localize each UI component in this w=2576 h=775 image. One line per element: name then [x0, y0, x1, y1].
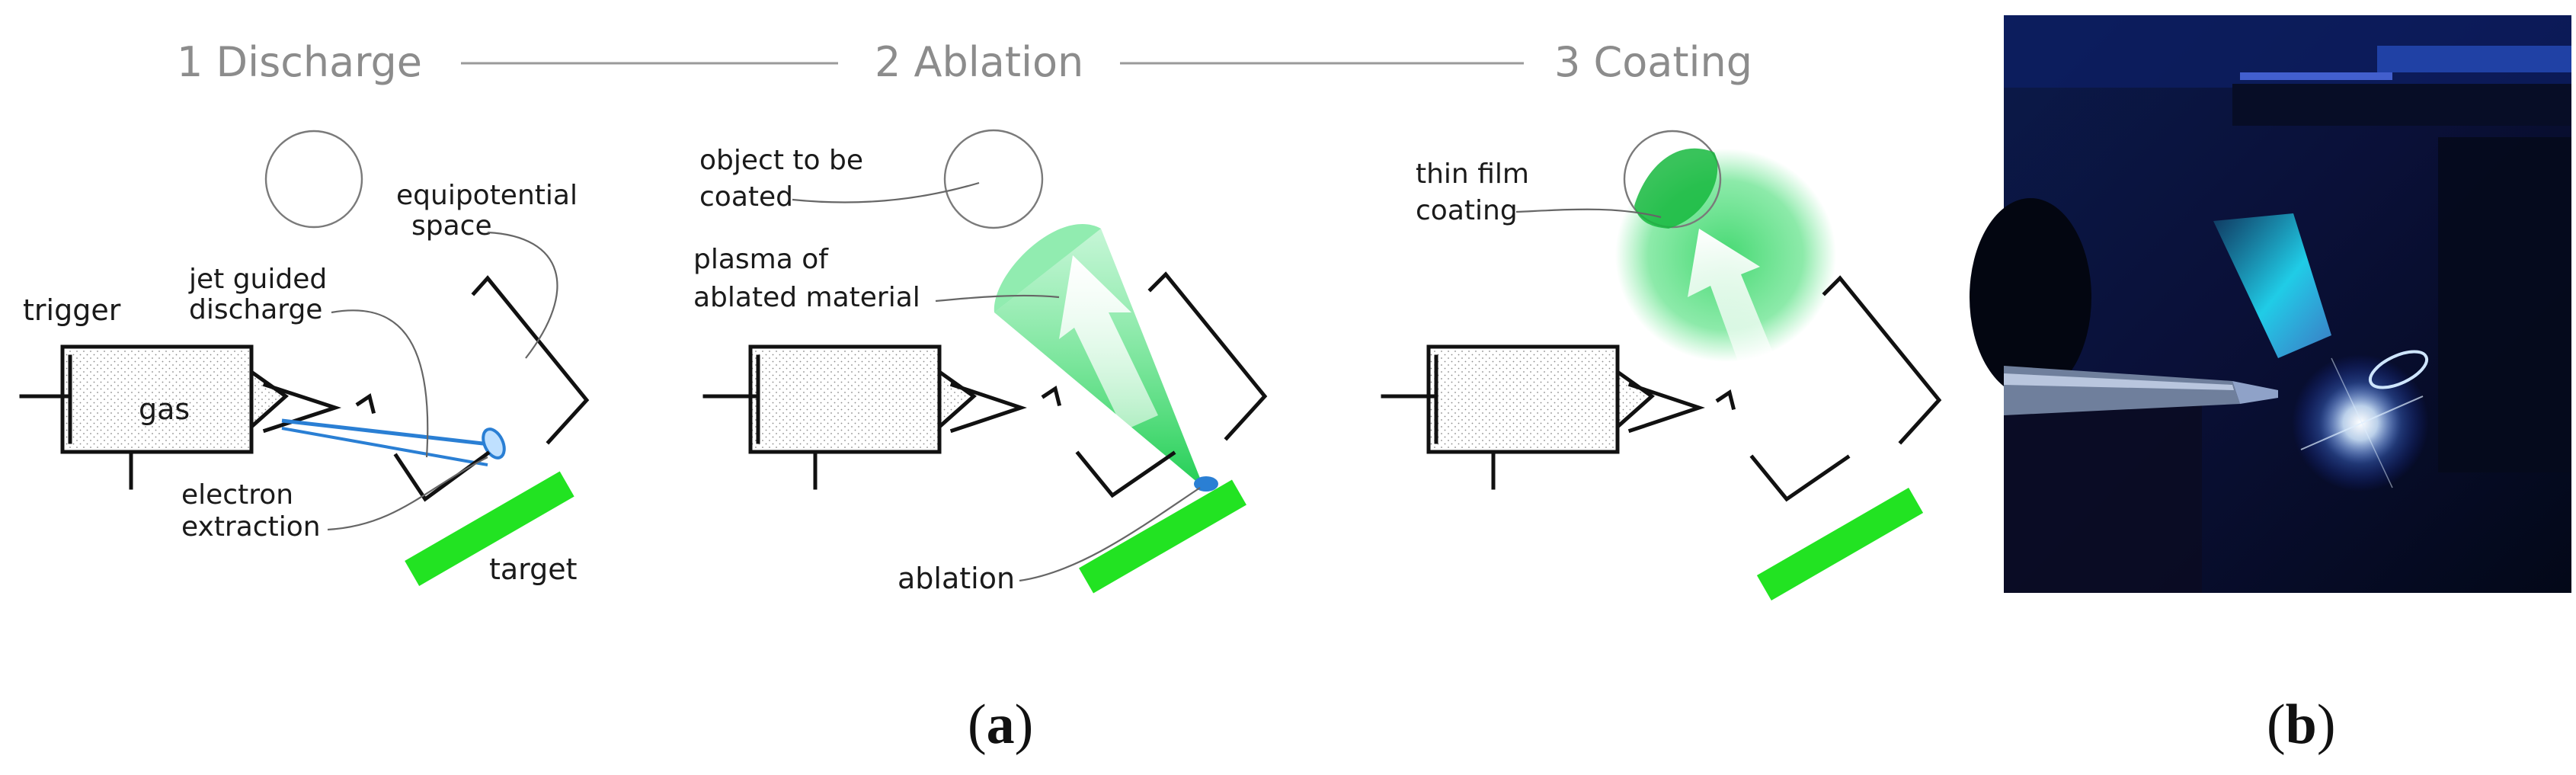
label-plasma-1: plasma of: [693, 244, 829, 275]
label-equipotential-1: equipotential: [396, 180, 578, 211]
target-bar-1: [405, 471, 574, 586]
panel-discharge: trigger gas jet guided discharge equipot…: [19, 130, 590, 586]
label-thin-film-1: thin film: [1416, 159, 1529, 190]
leader-object: [792, 181, 980, 203]
chamber-2: [1041, 271, 1268, 498]
step-title-3: 3 Coating: [1554, 38, 1752, 86]
leader-equipotential: [487, 231, 558, 359]
step-title-1: 1 Discharge: [177, 38, 422, 86]
gas-jet-gun-2: [702, 344, 1027, 490]
panel-label-a: (a): [968, 693, 1033, 756]
svg-text:(b): (b): [2267, 693, 2335, 756]
gas-jet-gun-3: [1381, 344, 1705, 490]
step-title-2: 2 Ablation: [875, 38, 1083, 86]
leader-jet-guided: [331, 309, 429, 458]
plasma-arrow: [1059, 255, 1158, 431]
object-circle-1: [264, 130, 363, 229]
coating-arrow: [1688, 229, 1775, 370]
photo-plasma-plume: [2213, 213, 2331, 358]
panel-coating: thin film coating: [1381, 130, 1942, 600]
leader-thin-film: [1515, 208, 1662, 219]
svg-text:(a): (a): [968, 693, 1033, 756]
label-jet-guided-2: discharge: [189, 294, 322, 325]
leader-plasma: [935, 294, 1060, 303]
label-plasma-2: ablated material: [693, 282, 920, 313]
target-bar-2: [1079, 479, 1246, 594]
target-bar-3: [1756, 488, 1924, 600]
label-object-1: object to be: [699, 145, 863, 176]
label-jet-guided-1: jet guided: [188, 264, 327, 295]
label-thin-film-2: coating: [1416, 195, 1518, 226]
chamber-3: [1715, 275, 1942, 502]
thin-film-layer: [1634, 148, 1718, 229]
label-electron-2: extraction: [181, 511, 321, 543]
leader-electron: [327, 456, 488, 531]
photo-panel: [1970, 15, 2571, 593]
label-trigger: trigger: [23, 293, 121, 327]
leader-ablation: [1019, 487, 1201, 582]
label-object-2: coated: [699, 181, 793, 213]
panel-label-b: (b): [2267, 693, 2335, 756]
label-ablation: ablation: [898, 562, 1015, 595]
discharge-spot: [482, 428, 506, 460]
gas-jet-gun: [19, 344, 342, 490]
label-gas: gas: [139, 392, 190, 426]
object-circle-2: [943, 129, 1044, 229]
label-target: target: [489, 552, 578, 586]
step-titles: 1 Discharge 2 Ablation 3 Coating: [177, 38, 1752, 86]
discharge-beam: [281, 418, 504, 448]
label-equipotential-2: space: [411, 210, 492, 242]
photo-target-disc: [2368, 350, 2429, 389]
panel-ablation: object to be coated plasma of ablated ma…: [693, 129, 1268, 595]
label-electron-1: electron: [181, 479, 293, 511]
